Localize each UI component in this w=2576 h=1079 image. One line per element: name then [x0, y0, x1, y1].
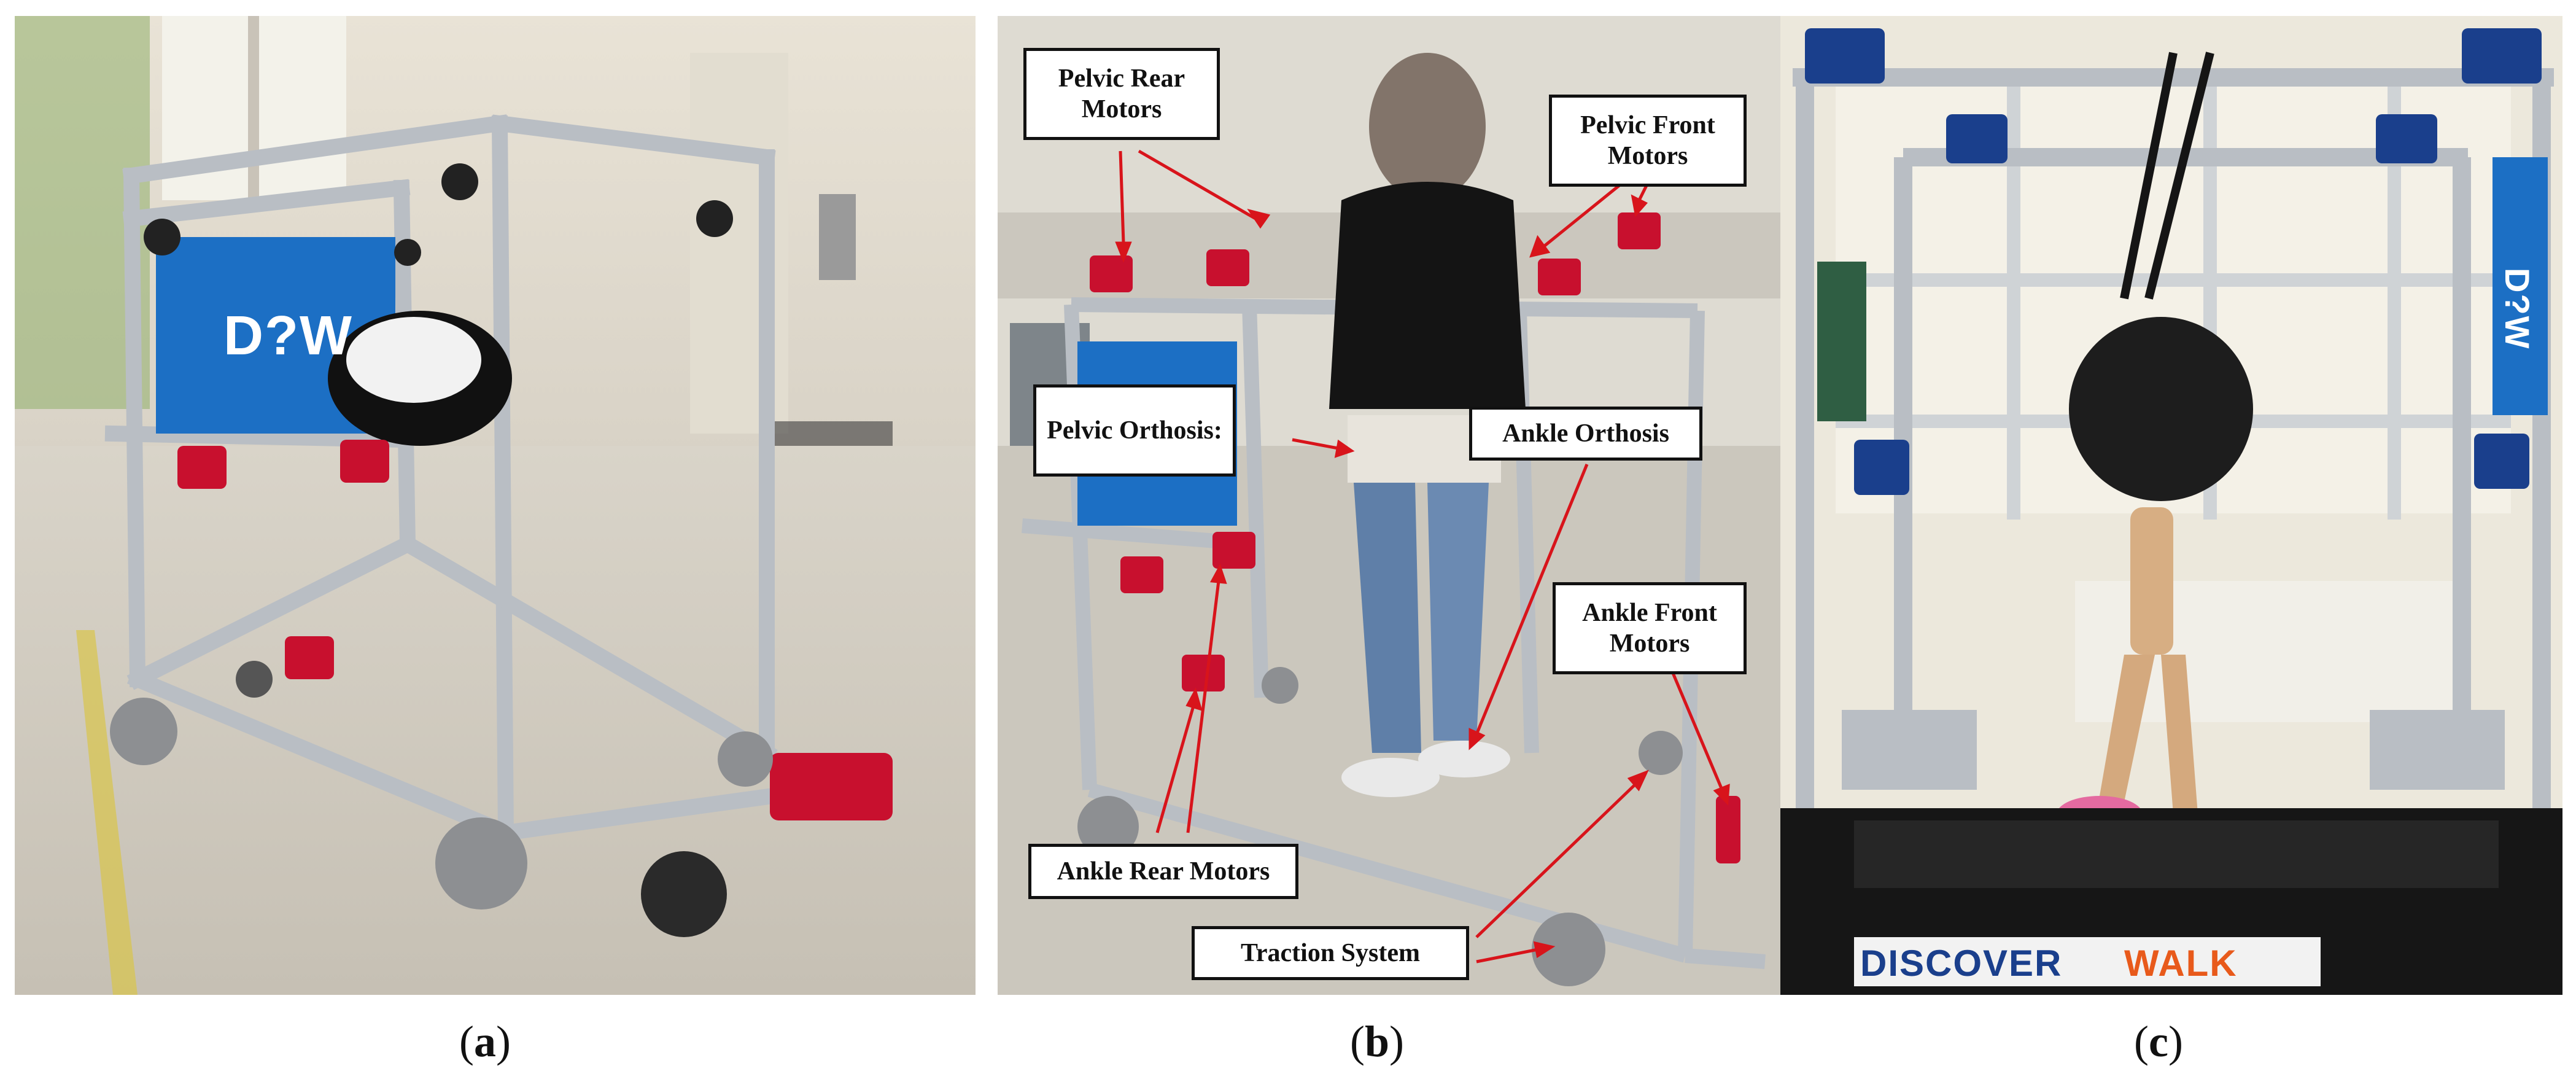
- label-pelvic-rear-motors: Pelvic Rear Motors: [1023, 48, 1220, 140]
- label-ankle-orthosis: Ankle Orthosis: [1469, 407, 1702, 461]
- caption-a-letter: a: [474, 1017, 496, 1066]
- treadmill-brand-walk: WALK: [2124, 943, 2238, 984]
- caption-c: (c): [2134, 1017, 2183, 1066]
- caption-b: (b): [1349, 1017, 1404, 1066]
- label-ankle-rear-motors: Ankle Rear Motors: [1028, 844, 1298, 899]
- photo-panel-a: D?W: [15, 16, 976, 995]
- photo-panel-c: D?W DISCOVER WALK: [1780, 16, 2562, 995]
- label-traction-system: Traction System: [1192, 926, 1469, 980]
- walker-frame-photo: [15, 16, 976, 995]
- sign-logo-a: D?W: [223, 305, 353, 367]
- caption-b-letter: b: [1364, 1017, 1390, 1066]
- label-pelvic-orthosis: Pelvic Orthosis:: [1033, 384, 1236, 477]
- caption-a: (a): [459, 1017, 511, 1066]
- treadmill-brand-discover: DISCOVER: [1860, 943, 2063, 984]
- label-pelvic-front-motors: Pelvic Front Motors: [1549, 95, 1747, 187]
- label-ankle-front-motors: Ankle Front Motors: [1553, 582, 1747, 674]
- caption-c-letter: c: [2149, 1017, 2168, 1066]
- sign-logo-c: D?W: [2498, 268, 2537, 350]
- treadmill-walker-photo: [1780, 16, 2562, 995]
